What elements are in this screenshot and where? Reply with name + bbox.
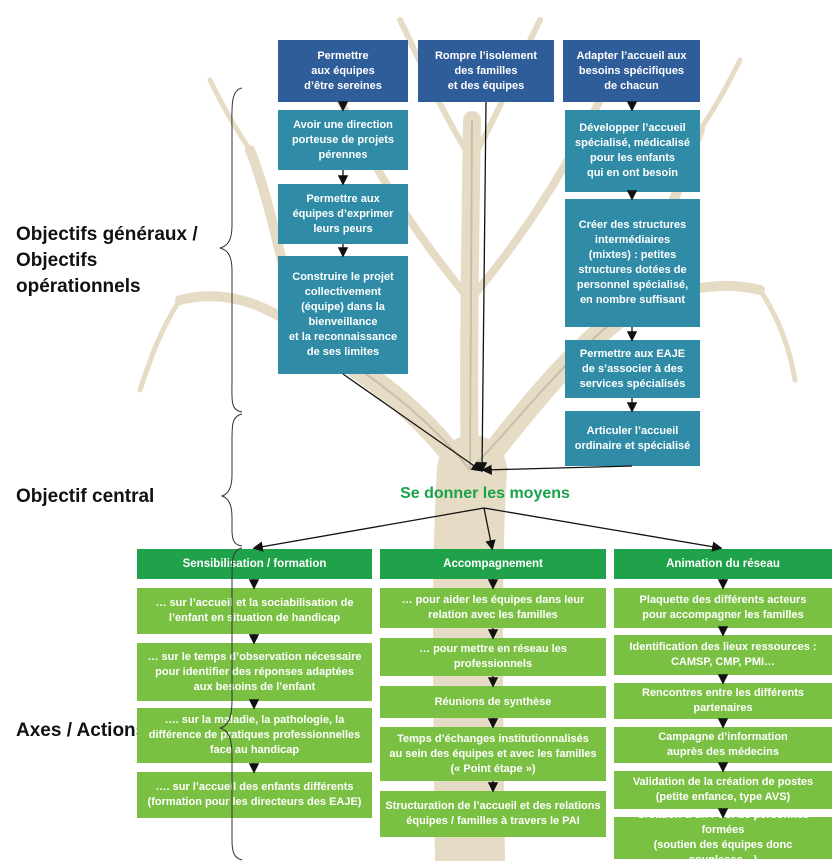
- left-op-2: Permettre aux équipes d’exprimer leurs p…: [278, 184, 408, 244]
- left-op-1: Avoir une direction porteuse de projets …: [278, 110, 408, 170]
- axis2-item-3: Réunions de synthèse: [380, 686, 606, 718]
- axis1-item-3: …. sur la maladie, la pathologie, la dif…: [137, 708, 372, 763]
- central-objective: Se donner les moyens: [400, 485, 570, 502]
- axis1-item-4: …. sur l’accueil des enfants différents …: [137, 772, 372, 818]
- axis-header-animation: Animation du réseau: [614, 549, 832, 579]
- axis-header-sensibilisation: Sensibilisation / formation: [137, 549, 372, 579]
- label-objectifs: Objectifs généraux / Objectifs opération…: [16, 224, 198, 297]
- axis3-item-2: Identification des lieux ressources : CA…: [614, 635, 832, 675]
- axis3-item-1: Plaquette des différents acteurs pour ac…: [614, 588, 832, 628]
- axis3-item-4: Campagne d’information auprès des médeci…: [614, 727, 832, 763]
- label-axes-actions: Axes / Actions: [16, 720, 147, 741]
- label-objectif-central: Objectif central: [16, 486, 155, 507]
- right-op-4: Articuler l’accueil ordinaire et spécial…: [565, 411, 700, 466]
- right-op-1: Développer l’accueil spécialisé, médical…: [565, 110, 700, 192]
- right-op-3: Permettre aux EAJE de s’associer à des s…: [565, 340, 700, 398]
- right-op-2: Créer des structures intermédiaires (mix…: [565, 199, 700, 327]
- axis2-item-2: … pour mettre en réseau les professionne…: [380, 638, 606, 676]
- axis3-item-3: Rencontres entre les différents partenai…: [614, 683, 832, 719]
- axis3-item-5: Validation de la création de postes (pet…: [614, 771, 832, 809]
- axis1-item-2: … sur le temps d’observation nécessaire …: [137, 643, 372, 701]
- left-op-3: Construire le projet collectivement (équ…: [278, 256, 408, 374]
- top-objective-1: Permettre aux équipes d’être sereines: [278, 40, 408, 102]
- axis1-item-1: … sur l’accueil et la sociabilisation de…: [137, 588, 372, 634]
- top-objective-3: Adapter l’accueil aux besoins spécifique…: [563, 40, 700, 102]
- axis3-item-6: Création d’un Pool de personnes formées …: [614, 809, 832, 866]
- axis2-item-1: … pour aider les équipes dans leur relat…: [380, 588, 606, 628]
- axis2-item-5: Structuration de l’accueil et des relati…: [380, 791, 606, 837]
- top-objective-2: Rompre l’isolement des familles et des é…: [418, 40, 554, 102]
- axis-header-accompagnement: Accompagnement: [380, 549, 606, 579]
- axis2-item-4: Temps d’échanges institutionnalisés au s…: [380, 727, 606, 781]
